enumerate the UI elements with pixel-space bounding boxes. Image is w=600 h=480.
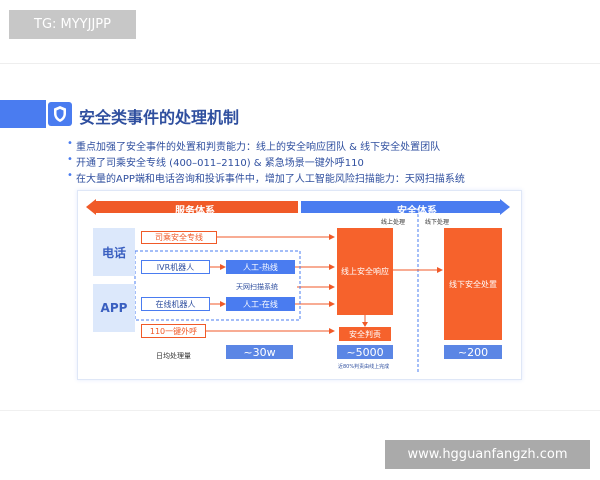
app-channel: APP — [93, 284, 135, 332]
slide-title: 安全类事件的处理机制 — [79, 108, 240, 127]
app-channel-label: APP — [100, 301, 128, 315]
online-volume: ~5000 — [337, 345, 393, 359]
bullet-1: 重点加强了安全事件的处置和判责能力：线上的安全响应团队 & 线下安全处置团队 — [67, 138, 440, 153]
safety-system-label: 安全体系 — [397, 206, 437, 217]
service-system-label: 服务体系 — [175, 206, 215, 217]
online-response-label: 线上安全响应 — [341, 267, 389, 276]
online-response-box: 线上安全响应 — [337, 228, 393, 315]
website-watermark: www.hgguanfangzh.com — [385, 440, 590, 469]
one-key-110-label: 110一键外呼 — [149, 326, 198, 336]
phone-channel-label: 电话 — [101, 245, 126, 260]
online-volume-value: ~5000 — [346, 345, 384, 359]
offline-handling-label: 线下处理 — [425, 219, 450, 226]
manual-hotline-box: 人工-热线 — [226, 260, 295, 274]
offline-volume-value: ~200 — [457, 345, 489, 359]
service-volume-value: ~30w — [243, 345, 276, 359]
bullet-2: 开通了司乘安全专线 (400–011–2110) & 紧急场景一键外呼110 — [67, 154, 364, 169]
driver-passenger-line-label: 司乘安全专线 — [155, 233, 203, 242]
phone-channel: 电话 — [93, 228, 135, 276]
tg-badge: TG: MYYJJPP — [9, 10, 136, 39]
bullet-3: 在大量的APP端和电话咨询和投诉事件中，增加了人工智能风险扫描能力：天网扫描系统 — [67, 170, 465, 185]
offline-disposal-label: 线下安全处置 — [449, 279, 497, 289]
offline-disposal-box: 线下安全处置 — [444, 228, 502, 340]
online-robot-box: 在线机器人 — [141, 297, 210, 311]
ivr-robot-box: IVR机器人 — [141, 260, 210, 274]
safety-judgement-box: 安全判责 — [339, 327, 391, 341]
online-robot-label: 在线机器人 — [155, 299, 196, 309]
offline-volume: ~200 — [444, 345, 502, 359]
driver-passenger-line-box: 司乘安全专线 — [141, 231, 217, 244]
service-volume: ~30w — [226, 345, 293, 359]
online-handling-label: 线上处理 — [381, 219, 406, 226]
shield-icon — [48, 102, 72, 126]
judgement-note: 近80%判责由线上完成 — [338, 364, 390, 370]
skynet-scan-label: 天网扫描系统 — [236, 283, 278, 291]
safety-judgement-label: 安全判责 — [349, 329, 381, 339]
title-accent-bar — [0, 100, 46, 128]
manual-online-box: 人工-在线 — [226, 297, 295, 311]
daily-volume-label: 日均处理量 — [156, 352, 191, 360]
manual-hotline-label: 人工-热线 — [243, 262, 278, 272]
one-key-110-box: 110一键外呼 — [141, 324, 206, 338]
manual-online-label: 人工-在线 — [243, 299, 278, 309]
ivr-robot-label: IVR机器人 — [156, 262, 195, 272]
